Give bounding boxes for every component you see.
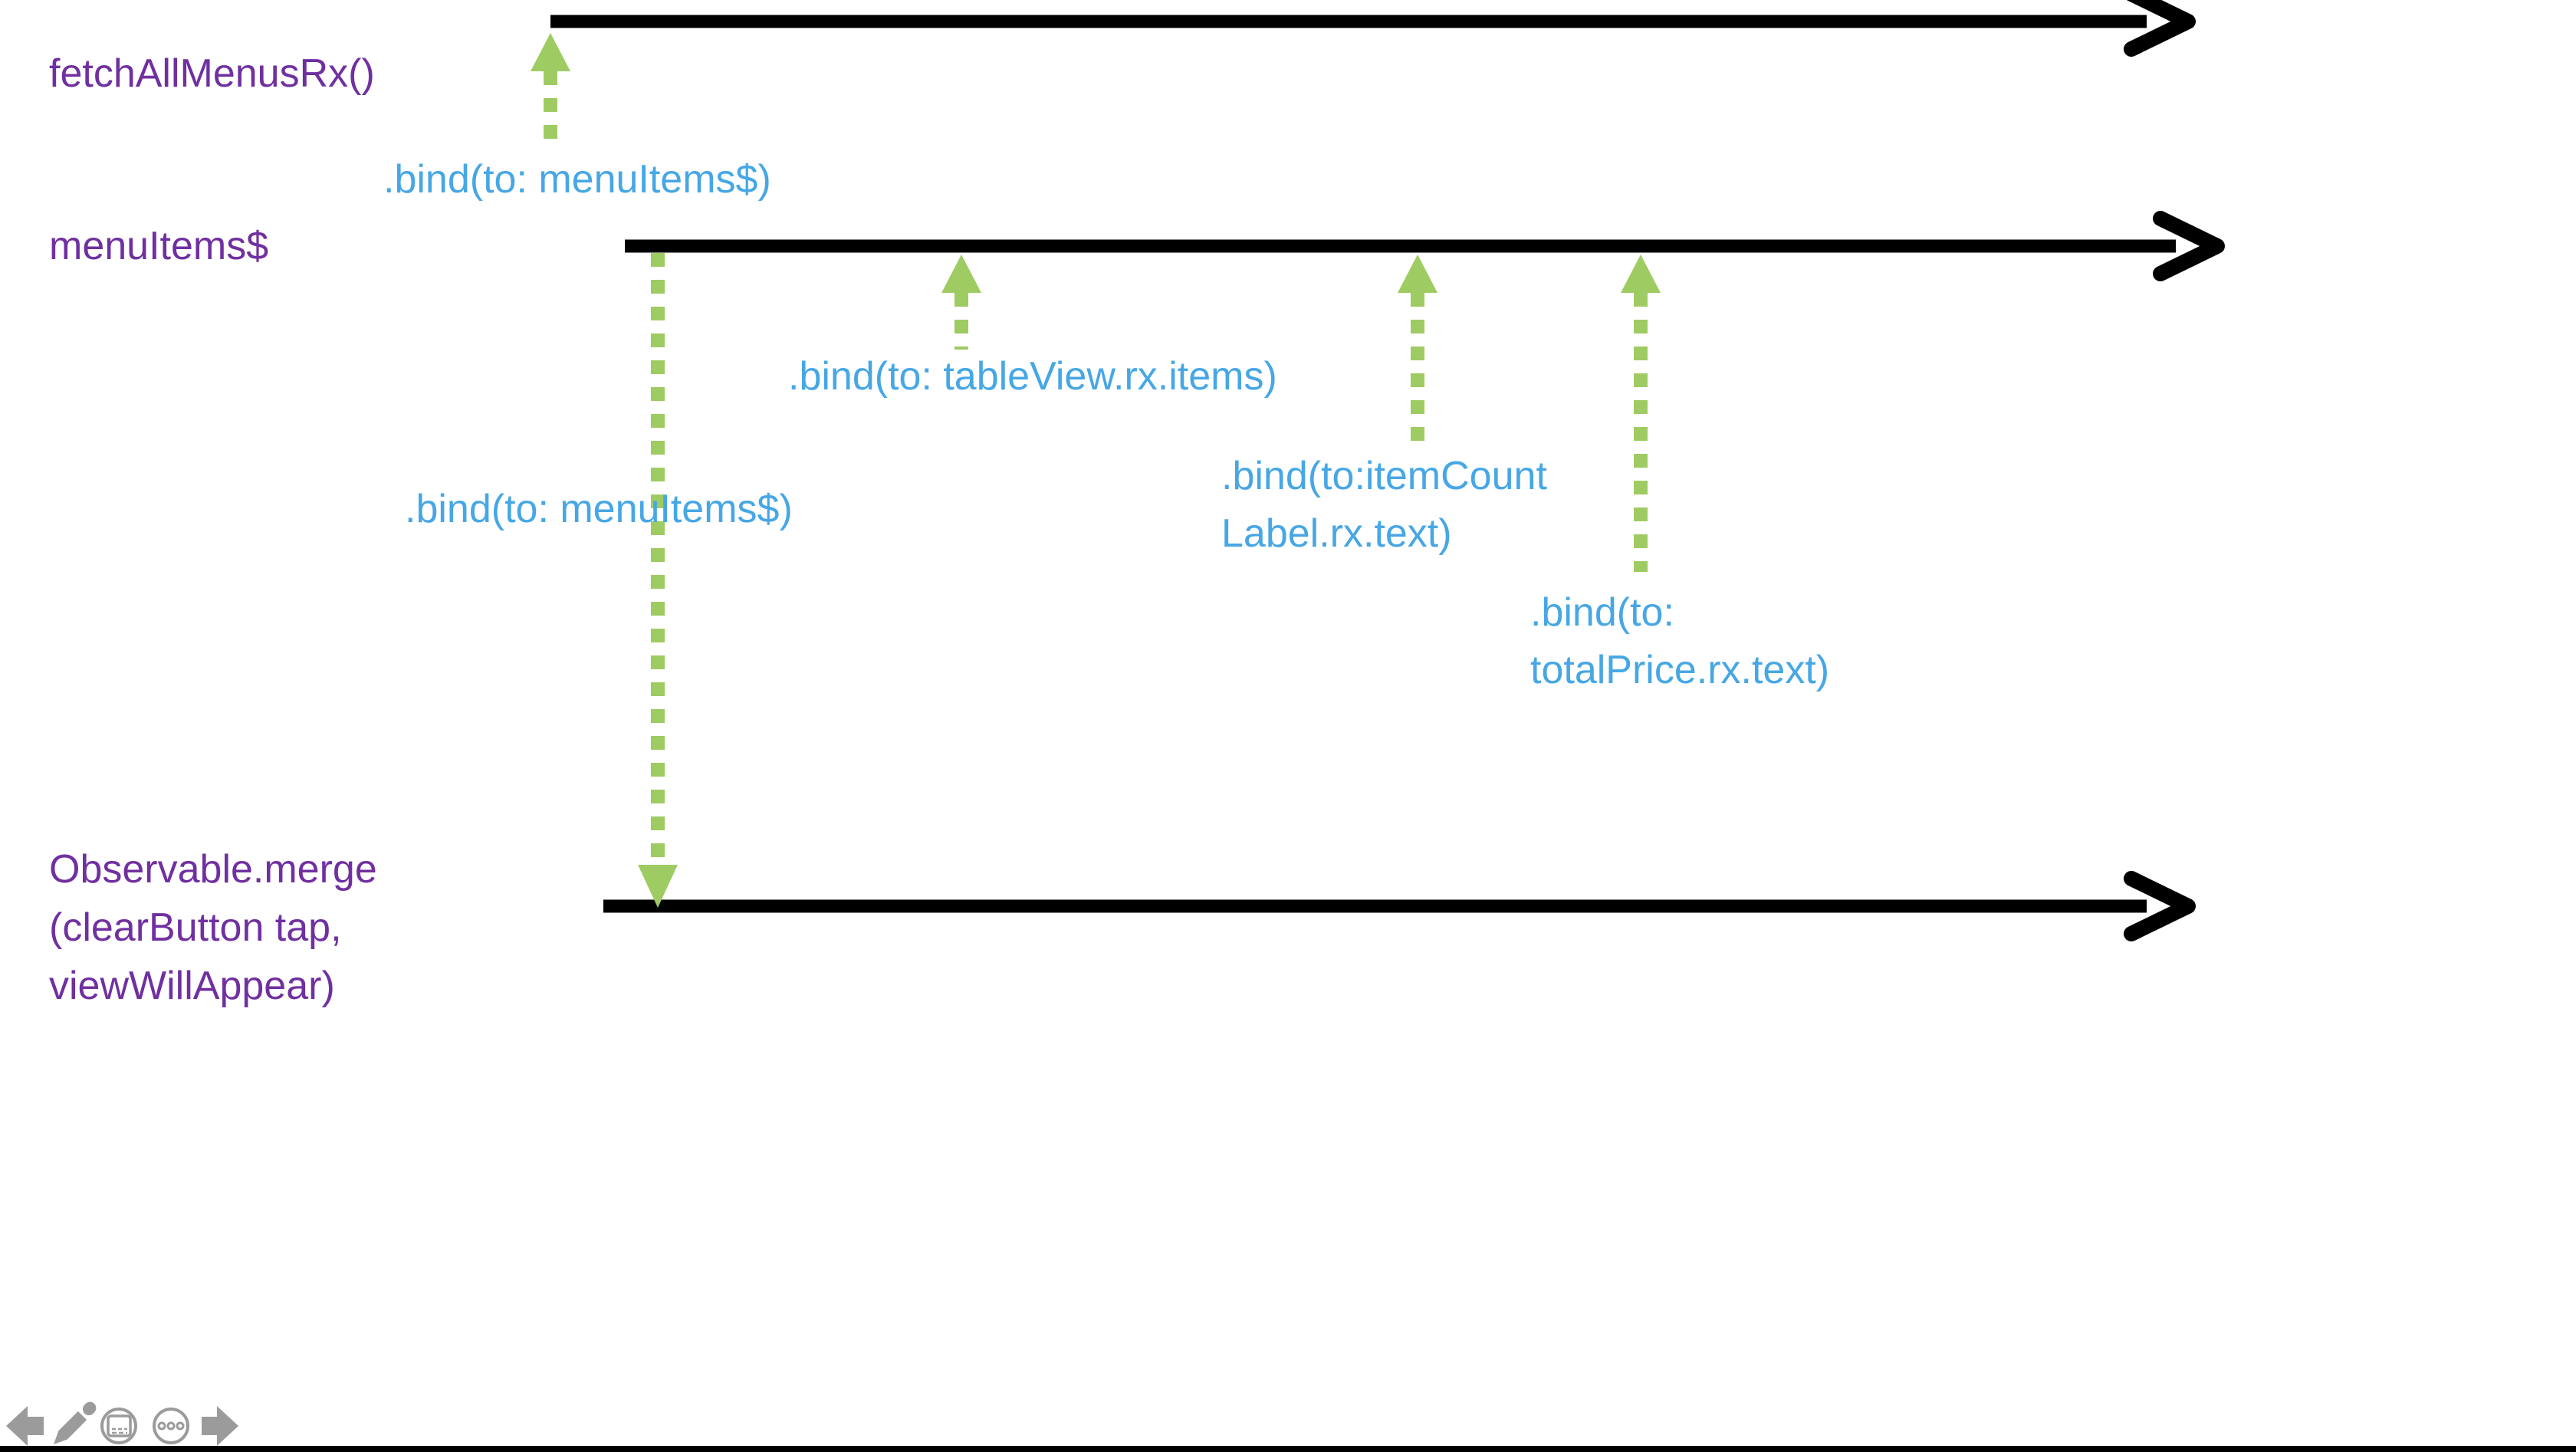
see-all-slides-button[interactable] (100, 1408, 137, 1444)
next-slide-arrow-icon[interactable] (202, 1406, 238, 1446)
timeline-arrowhead-icon (2124, 871, 2196, 941)
binding-label-menuItems-middle: .bind(to: menuItems$) (405, 487, 793, 531)
more-options-button[interactable] (153, 1408, 189, 1444)
pen-tools-button[interactable] (49, 1399, 98, 1448)
previous-slide-button[interactable] (6, 1406, 44, 1446)
timeline-fetchAllMenusRx (550, 0, 2196, 57)
timeline-arrowhead-icon (2124, 0, 2196, 57)
binding-label-totalPrice: .bind(to: totalPrice.rx.text) (1530, 590, 1830, 692)
bind-arrow-merge-to-menuItems-icon (638, 253, 678, 908)
stream-label-observable-merge: Observable.merge (clearButton tap, viewW… (49, 847, 377, 1008)
bind-arrow-itemCountLabel-icon (1398, 255, 1438, 447)
see-all-slides-circle[interactable] (100, 1408, 137, 1444)
pen-icon[interactable] (49, 1399, 98, 1448)
timeline-observable-merge (603, 871, 2196, 941)
binding-label-tableView-items: .bind(to: tableView.rx.items) (788, 354, 1277, 399)
bottom-edge-strip (0, 1446, 2576, 1452)
binding-label-menuItems-top: .bind(to: menuItems$) (383, 157, 771, 202)
stream-label-fetchAllMenusRx: fetchAllMenusRx() (49, 51, 375, 96)
previous-slide-arrow-icon[interactable] (6, 1406, 44, 1446)
bind-arrow-totalPrice-icon (1621, 255, 1661, 572)
more-options-circle[interactable] (153, 1408, 189, 1444)
presenter-toolbar (0, 1395, 261, 1449)
stream-label-menuItems: menuItems$ (49, 224, 269, 268)
bind-arrow-tableView-icon (941, 255, 981, 350)
timeline-menuItems (625, 211, 2225, 281)
binding-label-itemCountLabel: .bind(to:itemCount Label.rx.text) (1221, 454, 1547, 556)
timeline-arrowhead-icon (2153, 211, 2225, 281)
bind-arrow-to-menuItems-top-icon (531, 33, 570, 143)
next-slide-button[interactable] (202, 1406, 238, 1446)
